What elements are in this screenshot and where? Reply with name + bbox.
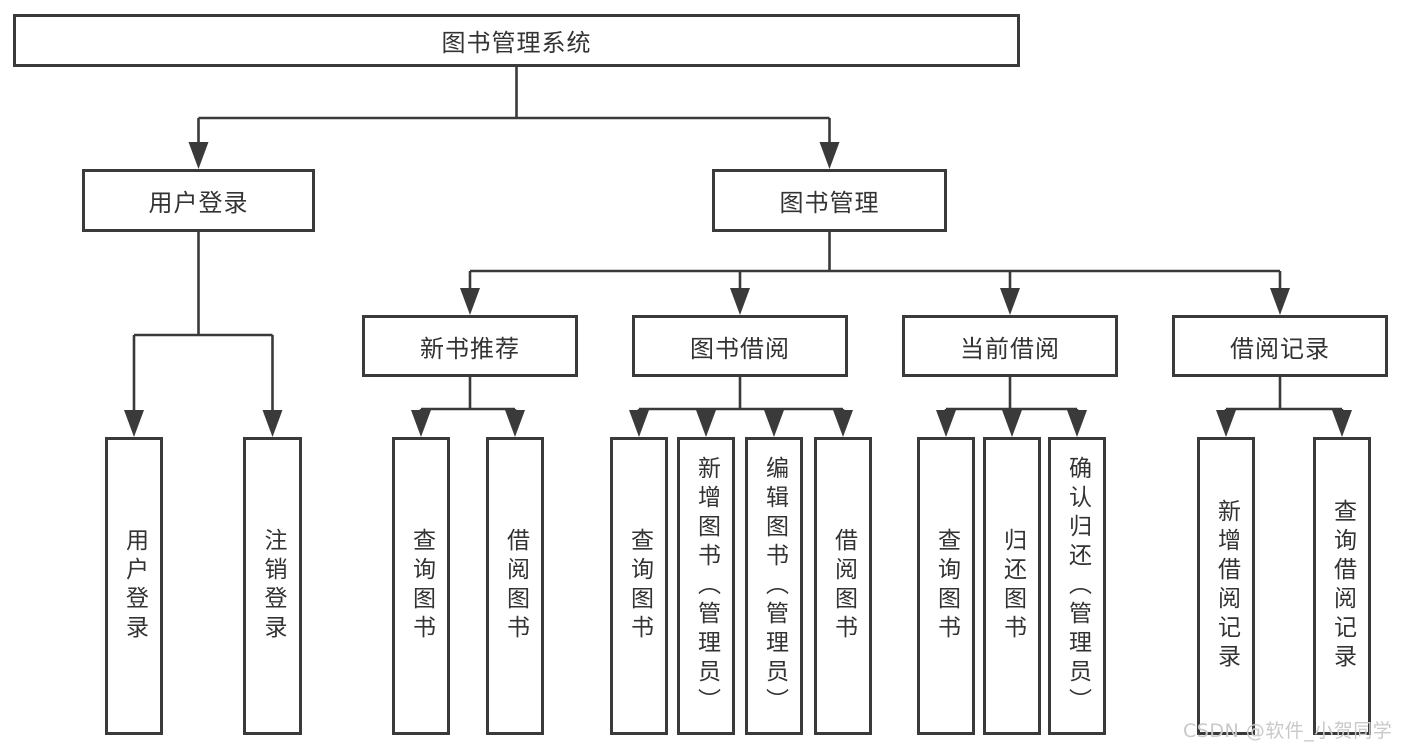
node-label: 新书推荐 [420, 334, 520, 363]
node-label: 借阅图书 [502, 528, 529, 644]
node-book-borrow: 图书借阅 [632, 315, 848, 377]
leaf-borrow-book: 借阅图书 [814, 437, 872, 735]
leaf-query-books-borrow: 查询图书 [610, 437, 668, 735]
node-book-management: 图书管理 [712, 169, 947, 232]
node-label: 用户登录 [148, 189, 249, 217]
leaf-query-books-current: 查询图书 [917, 437, 975, 735]
leaf-query-borrow-record: 查询借阅记录 [1313, 437, 1371, 735]
leaf-query-books-recommend: 查询图书 [392, 437, 450, 735]
node-label: 查询图书 [408, 528, 435, 644]
node-label: 图书管理 [779, 189, 880, 217]
node-label: 借阅记录 [1230, 334, 1330, 363]
node-label: 查询图书 [933, 528, 960, 644]
leaf-return-book: 归还图书 [983, 437, 1041, 735]
node-label: 查询图书 [626, 528, 653, 644]
node-borrow-record: 借阅记录 [1172, 315, 1388, 377]
node-label: 归还图书 [999, 528, 1026, 644]
node-label: 用户登录 [121, 528, 148, 644]
node-label: 借阅图书 [830, 528, 857, 644]
node-label: 注销登录 [260, 528, 286, 644]
node-label: 图书借阅 [690, 334, 790, 363]
node-label: 新增借阅记录 [1213, 499, 1240, 673]
leaf-edit-book-admin: 编辑图书（管理员） [745, 437, 803, 735]
node-label: 编辑图书（管理员） [761, 455, 788, 717]
node-label: 确认归还（管理员） [1064, 455, 1091, 717]
node-label: 当前借阅 [960, 334, 1060, 363]
csdn-watermark: CSDN @软件_小贺同学 [1183, 720, 1393, 742]
leaf-confirm-return-admin: 确认归还（管理员） [1048, 437, 1106, 735]
node-label: 新增图书（管理员） [693, 455, 720, 717]
leaf-borrow-books-recommend: 借阅图书 [486, 437, 544, 735]
node-library-system: 图书管理系统 [13, 14, 1020, 67]
leaf-user-login: 用户登录 [105, 437, 163, 735]
leaf-add-borrow-record: 新增借阅记录 [1197, 437, 1255, 735]
node-user-login-group: 用户登录 [82, 169, 315, 232]
node-label: 图书管理系统 [441, 29, 592, 57]
node-label: 查询借阅记录 [1329, 499, 1356, 673]
leaf-logout: 注销登录 [243, 437, 302, 735]
leaf-add-book-admin: 新增图书（管理员） [677, 437, 735, 735]
node-current-borrow: 当前借阅 [902, 315, 1118, 377]
node-new-book-recommend: 新书推荐 [362, 315, 578, 377]
